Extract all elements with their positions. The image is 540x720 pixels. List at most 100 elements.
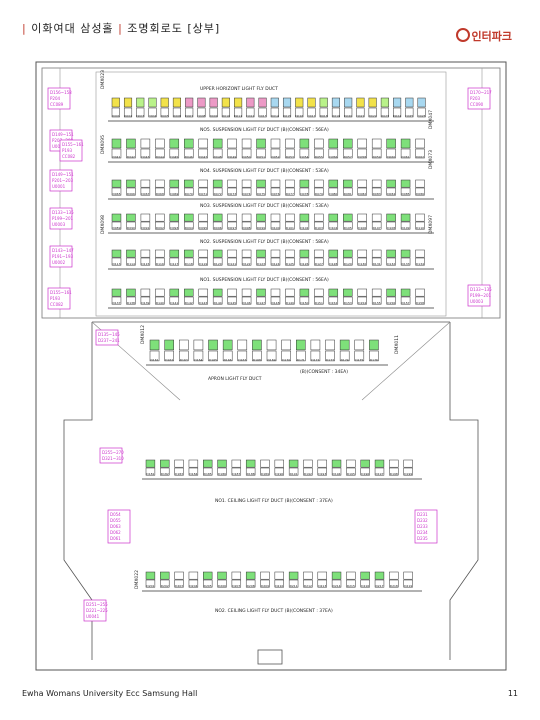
circuit-label: D151 <box>315 301 323 305</box>
fixture-box <box>241 179 252 188</box>
circuit-cell <box>403 467 413 476</box>
pink-label-text: D149~151 <box>52 132 74 137</box>
fixture-box <box>169 138 180 149</box>
circuit-label: D125 <box>286 262 294 266</box>
circuit-label: D142 <box>185 301 193 305</box>
circuit-label: D044 <box>156 155 164 159</box>
fixture-box <box>241 288 252 297</box>
fixture-box <box>371 179 382 188</box>
fixture-box <box>357 288 367 297</box>
duct-no5: NO5. SUSPENSION LIGHT FLY DUCT (B)(CONSE… <box>200 127 329 133</box>
fixture-box <box>415 179 425 188</box>
pink-label-text: D143~147 <box>52 248 74 253</box>
pink-label-text: D170~217 <box>470 90 492 95</box>
dmx-label: DMX095 <box>100 135 106 154</box>
duct-no2: NO2. SUSPENSION LIGHT FLY DUCT (B)(CONSE… <box>200 239 329 245</box>
circuit-cell <box>123 107 133 118</box>
fixture-box <box>344 97 353 108</box>
fixture-box <box>360 459 370 468</box>
circuit-label: D012 <box>246 114 254 118</box>
pink-label-text: D255~270 <box>102 450 124 455</box>
fixture-box <box>331 459 342 468</box>
circuit-label: D077 <box>286 192 294 196</box>
pink-label-text: D149~151 <box>52 172 74 177</box>
circuit-cell <box>400 221 411 230</box>
circuit-label: D156 <box>387 301 395 305</box>
circuit-cell <box>212 296 223 305</box>
circuit-cell <box>386 187 396 196</box>
circuit-label: D144 <box>214 301 222 305</box>
diagonal-right <box>361 321 451 401</box>
circuit-label: D207 <box>232 584 240 588</box>
page-number: 11 <box>507 689 518 698</box>
circuit-cell <box>270 148 281 159</box>
fixture-box <box>325 339 335 351</box>
fixture-box <box>260 459 270 468</box>
circuit-label: D194 <box>333 472 341 476</box>
fixture-box <box>354 339 365 351</box>
duct-apron-consent: (B)(CONSENT : 34EA) <box>300 369 348 375</box>
fixture-box <box>328 179 339 188</box>
page-title: 조명회로도 [상부] <box>127 22 221 35</box>
pink-label-text: U0001 <box>52 184 66 189</box>
pink-label-text: P199~201 <box>52 216 73 221</box>
circuit-label: D188 <box>247 472 255 476</box>
circuit-label: D004 <box>148 114 156 118</box>
circuit-cell <box>198 257 208 266</box>
circuit-label: D025 <box>405 114 413 118</box>
pink-label-text: CC090 <box>470 102 484 107</box>
pink-label-text: U0003 <box>470 299 484 304</box>
circuit-label: D023 <box>381 114 389 118</box>
fixture-box <box>126 138 136 149</box>
fixture-box <box>343 249 353 258</box>
fixture-box <box>193 339 204 351</box>
circuit-cell <box>256 148 266 159</box>
fixture-box <box>169 179 180 188</box>
circuit-cell <box>325 350 335 362</box>
duct-no3: NO3. SUSPENSION LIGHT FLY DUCT (B)(CONSE… <box>200 203 329 209</box>
circuit-label: D016 <box>295 114 303 118</box>
circuit-label: D054 <box>300 155 308 159</box>
fixture-box <box>227 179 237 188</box>
circuit-cell <box>126 187 136 196</box>
circuit-cell <box>169 187 180 196</box>
fixture-box <box>270 179 281 188</box>
fixture-box <box>282 97 292 108</box>
circuit-label: D013 <box>259 114 267 118</box>
fixture-box <box>346 571 356 580</box>
circuit-label: D043 <box>141 155 149 159</box>
duct-no1-ceiling: NO1. CEILING LIGHT FLY DUCT (B)(CONSENT … <box>215 498 333 504</box>
circuit-cell <box>126 148 136 159</box>
circuit-cell <box>111 187 122 196</box>
circuit-cell <box>252 350 262 362</box>
fixture-box <box>245 459 256 468</box>
fixture-box <box>212 249 223 258</box>
fixture-box <box>203 571 213 580</box>
fixture-box <box>246 97 255 108</box>
circuit-label: D165 <box>209 358 217 362</box>
circuit-label: D084 <box>387 192 395 196</box>
pink-label-text: P203 <box>470 96 481 101</box>
fixture-box <box>380 97 389 108</box>
circuit-cell <box>258 107 267 118</box>
fixture-box <box>331 97 340 108</box>
circuit-label: D050 <box>243 155 251 159</box>
fixture-box <box>343 138 353 149</box>
circuit-label: D120 <box>214 262 222 266</box>
pink-label-text: CC089 <box>50 102 64 107</box>
circuit-label: D167 <box>238 358 246 362</box>
fixture-box <box>343 288 353 297</box>
circuit-cell <box>266 350 277 362</box>
circuit-cell <box>111 148 122 159</box>
circuit-label: D105 <box>344 226 352 230</box>
fixture-box <box>203 459 213 468</box>
circuit-label: D074 <box>243 192 251 196</box>
fixture-box <box>241 249 252 258</box>
circuit-label: D115 <box>141 262 149 266</box>
circuit-cell <box>285 257 295 266</box>
